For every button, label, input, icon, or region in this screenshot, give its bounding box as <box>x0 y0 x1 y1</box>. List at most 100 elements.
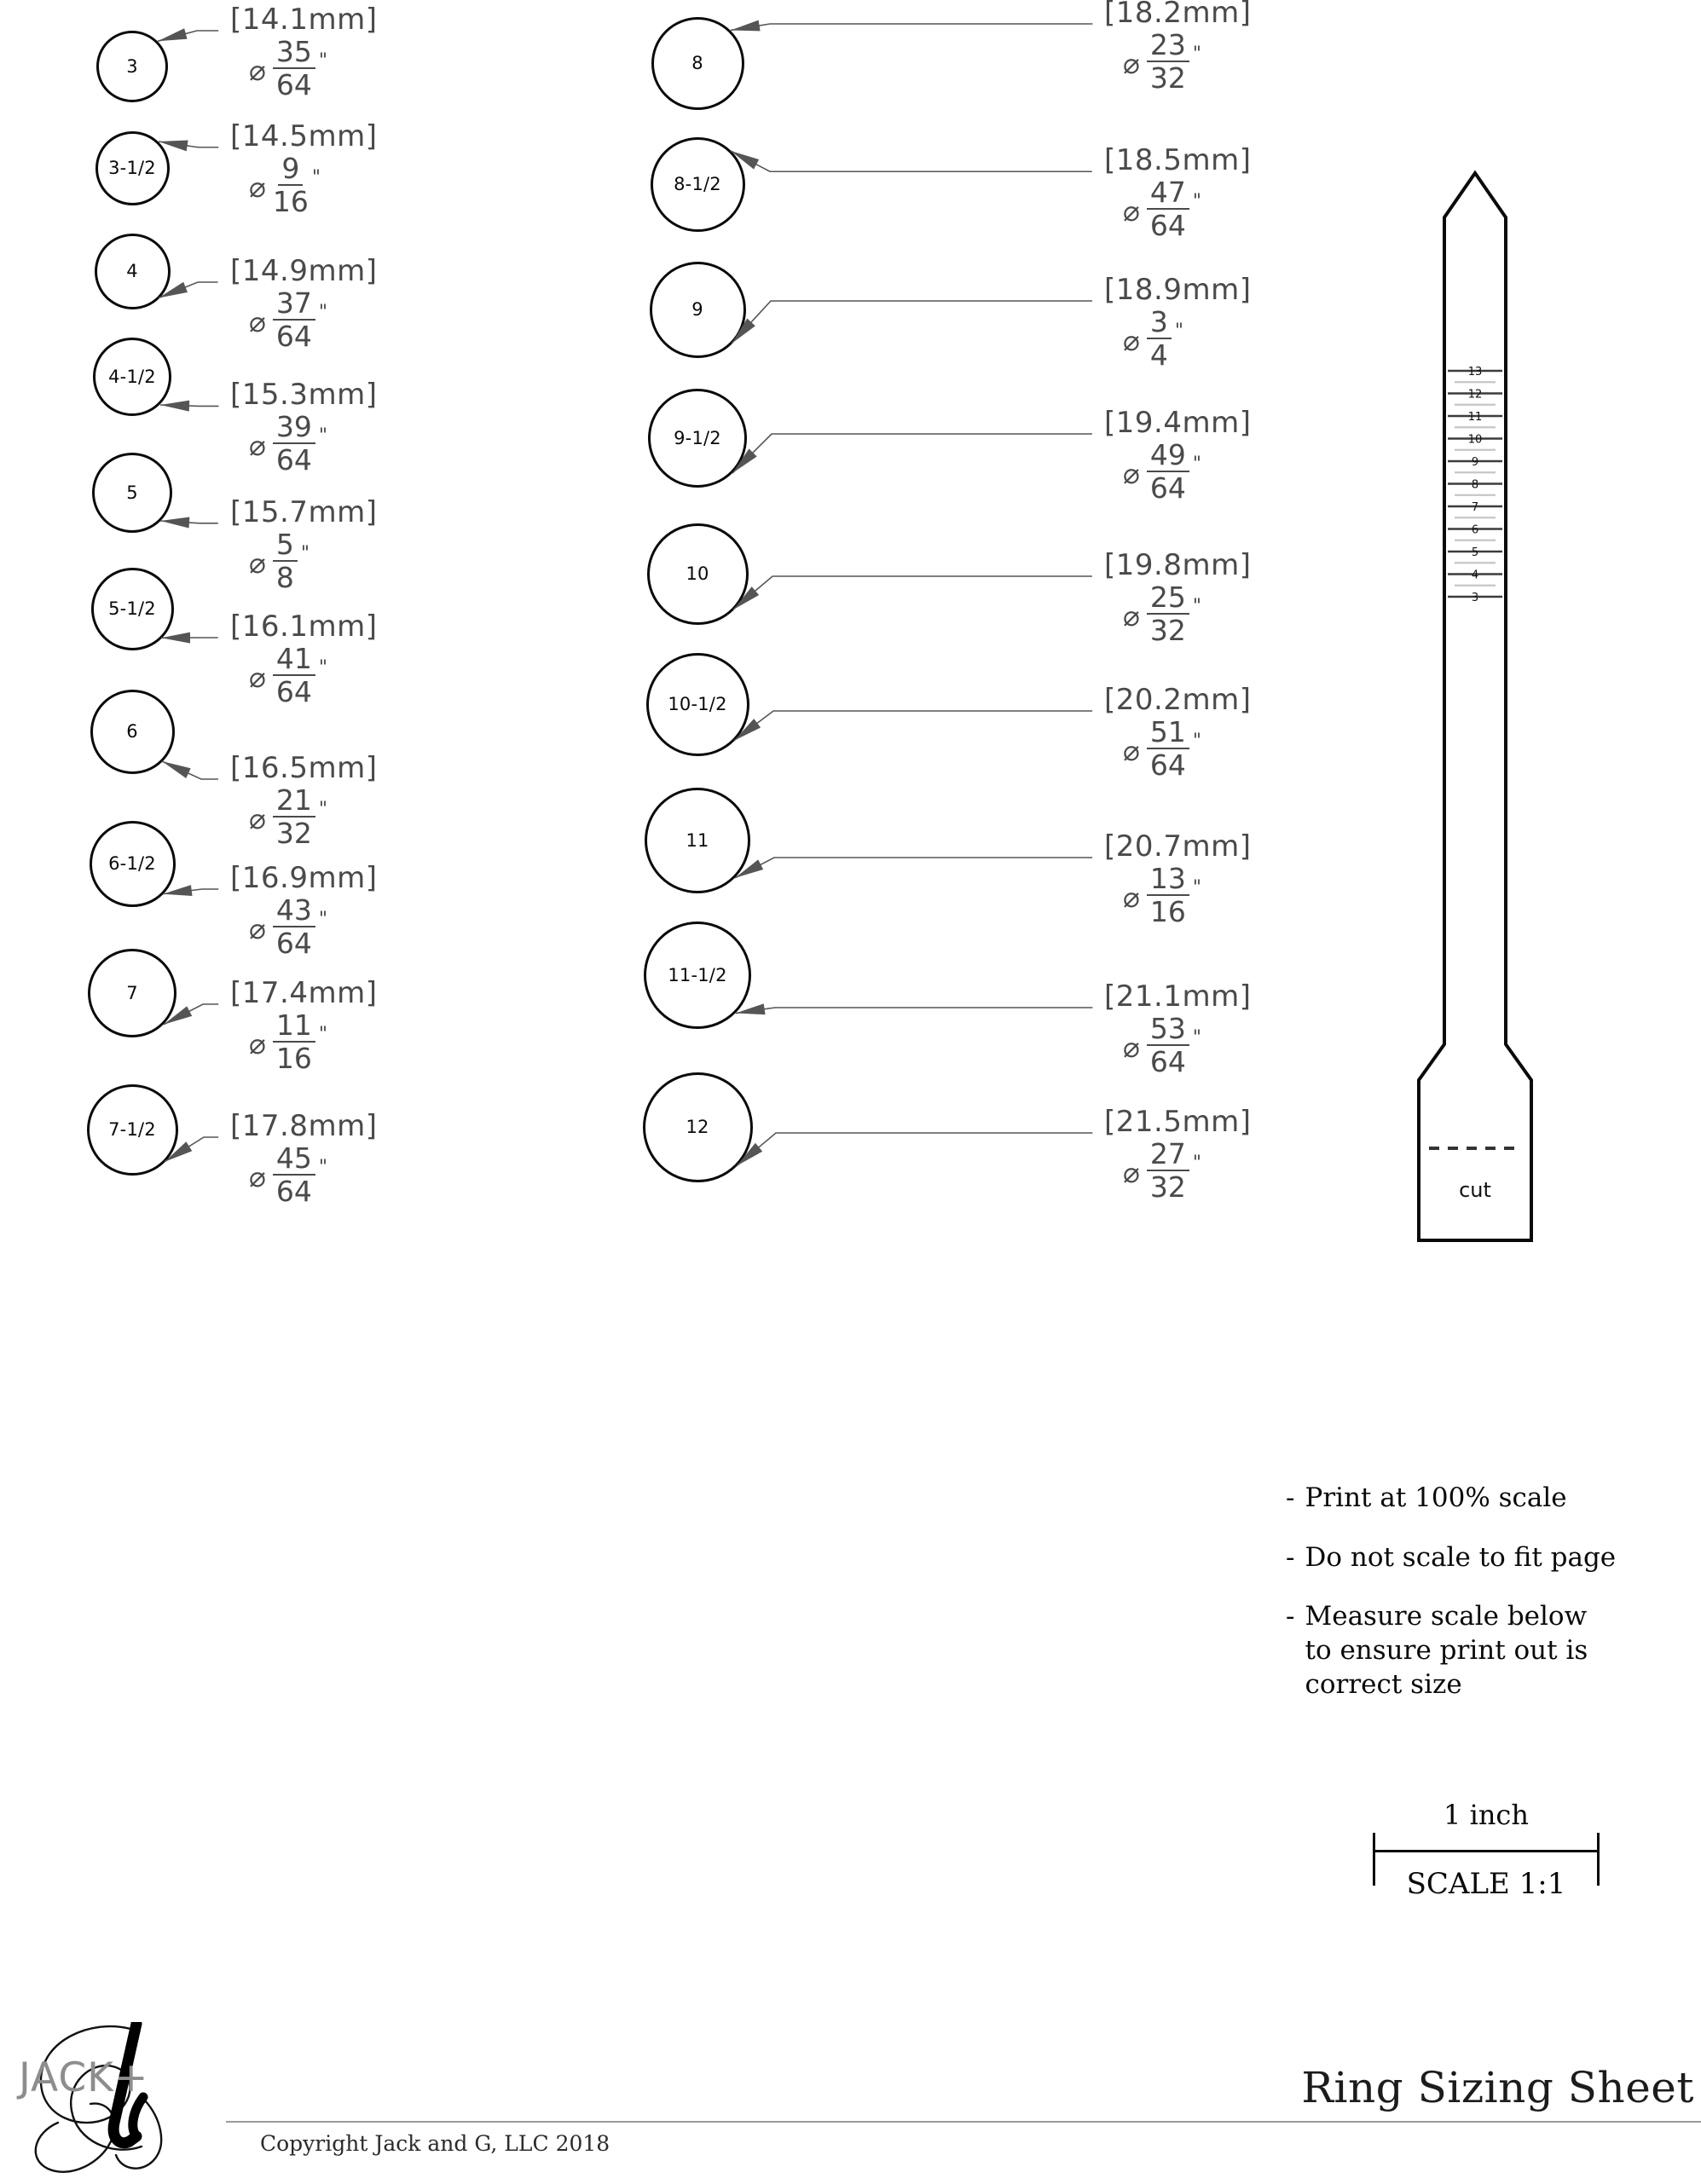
ring-size-circle: 10 <box>646 523 749 625</box>
diameter-symbol-icon: ⌀ <box>1123 457 1140 491</box>
fraction-numerator: 51 <box>1146 718 1189 749</box>
leader-arrowhead-icon <box>161 760 191 779</box>
ring-size-label: 5-1/2 <box>108 598 156 619</box>
ring-size-circle: 7 <box>88 949 176 1037</box>
leader-arrowhead-icon <box>160 517 190 529</box>
instructions-list: -Print at 100% scale-Do not scale to fit… <box>1286 1482 1687 1727</box>
diameter-symbol-icon: ⌀ <box>1123 324 1140 358</box>
ring-size-label: 6 <box>126 721 138 742</box>
diameter-symbol-icon: ⌀ <box>249 802 266 836</box>
instruction-item: -Do not scale to fit page <box>1286 1541 1687 1575</box>
ring-size-label: 8 <box>691 53 703 73</box>
instruction-text: Do not scale to fit page <box>1305 1541 1617 1573</box>
diameter-symbol-icon: ⌀ <box>249 305 266 339</box>
ring-size-circle: 5 <box>92 453 172 533</box>
gauge-tick-number: 7 <box>1472 501 1478 514</box>
script-g-monogram-icon <box>34 2022 163 2173</box>
ring-size-label: 7-1/2 <box>108 1119 156 1140</box>
dimension-mm-value: [20.7mm] <box>1104 829 1252 864</box>
dimension-mm-value: [18.9mm] <box>1104 273 1252 307</box>
ring-size-circle: 3 <box>96 31 168 102</box>
fraction-denominator: 16 <box>272 184 309 218</box>
inch-mark-symbol: " <box>318 657 327 679</box>
fraction-denominator: 64 <box>1149 208 1186 242</box>
fraction-denominator: 64 <box>1149 1044 1186 1078</box>
leader-arrowhead-icon <box>161 632 191 644</box>
inch-mark-symbol: " <box>318 1157 327 1179</box>
diameter-symbol-icon: ⌀ <box>249 170 266 205</box>
gauge-tick-number: 13 <box>1468 366 1483 378</box>
ring-size-circle: 10-1/2 <box>645 652 749 756</box>
dimension-mm-value: [20.2mm] <box>1104 683 1252 717</box>
inch-mark-symbol: " <box>1174 321 1183 343</box>
diameter-symbol-icon: ⌀ <box>249 912 266 946</box>
dimension-leader-line <box>734 857 1092 879</box>
gauge-tick-number: 9 <box>1472 456 1478 469</box>
inch-mark-symbol: " <box>318 1024 327 1046</box>
fraction-numerator: 47 <box>1146 178 1189 210</box>
fraction-numerator: 35 <box>272 38 315 69</box>
scale-cap-left <box>1373 1833 1375 1886</box>
dimension-leader-line <box>732 433 1092 474</box>
inch-mark-symbol: " <box>1192 1153 1201 1175</box>
footer-divider-rule <box>226 2121 1701 2123</box>
dimension-leader-line <box>730 150 1092 172</box>
logo-wordmark: JACK+ <box>19 2054 149 2101</box>
ring-size-circle: 12 <box>642 1072 753 1182</box>
instruction-bullet-dash: - <box>1286 1601 1295 1632</box>
inch-mark-symbol: " <box>1192 191 1201 213</box>
ring-size-circle: 9-1/2 <box>648 389 747 488</box>
diameter-symbol-icon: ⌀ <box>1123 1031 1140 1065</box>
diameter-symbol-icon: ⌀ <box>1123 599 1140 633</box>
ring-size-label: 11 <box>686 830 709 851</box>
fraction-denominator: 16 <box>1149 894 1186 928</box>
ring-size-label: 10 <box>686 563 709 584</box>
fraction-numerator: 11 <box>272 1011 315 1043</box>
ring-size-label: 6-1/2 <box>108 853 156 874</box>
fraction-numerator: 53 <box>1146 1014 1189 1046</box>
dimension-mm-value: [14.5mm] <box>230 119 378 153</box>
fraction-numerator: 13 <box>1146 864 1189 896</box>
diameter-symbol-icon: ⌀ <box>1123 881 1140 915</box>
gauge-tick-number: 12 <box>1468 389 1483 402</box>
ring-size-circle: 6 <box>90 689 175 774</box>
ring-size-label: 4 <box>126 261 138 281</box>
cut-label: cut <box>1459 1178 1491 1202</box>
diameter-symbol-icon: ⌀ <box>1123 47 1140 81</box>
fraction-denominator: 64 <box>275 674 312 708</box>
fraction-denominator: 32 <box>1149 613 1186 647</box>
ring-size-circle: 8-1/2 <box>650 136 745 232</box>
fraction-numerator: 37 <box>272 289 315 321</box>
fraction-denominator: 64 <box>1149 748 1186 782</box>
dimension-mm-value: [18.5mm] <box>1104 143 1252 177</box>
instruction-bullet-dash: - <box>1286 1482 1295 1513</box>
ring-size-circle: 11-1/2 <box>644 922 751 1029</box>
inch-mark-symbol: " <box>1192 1027 1201 1049</box>
